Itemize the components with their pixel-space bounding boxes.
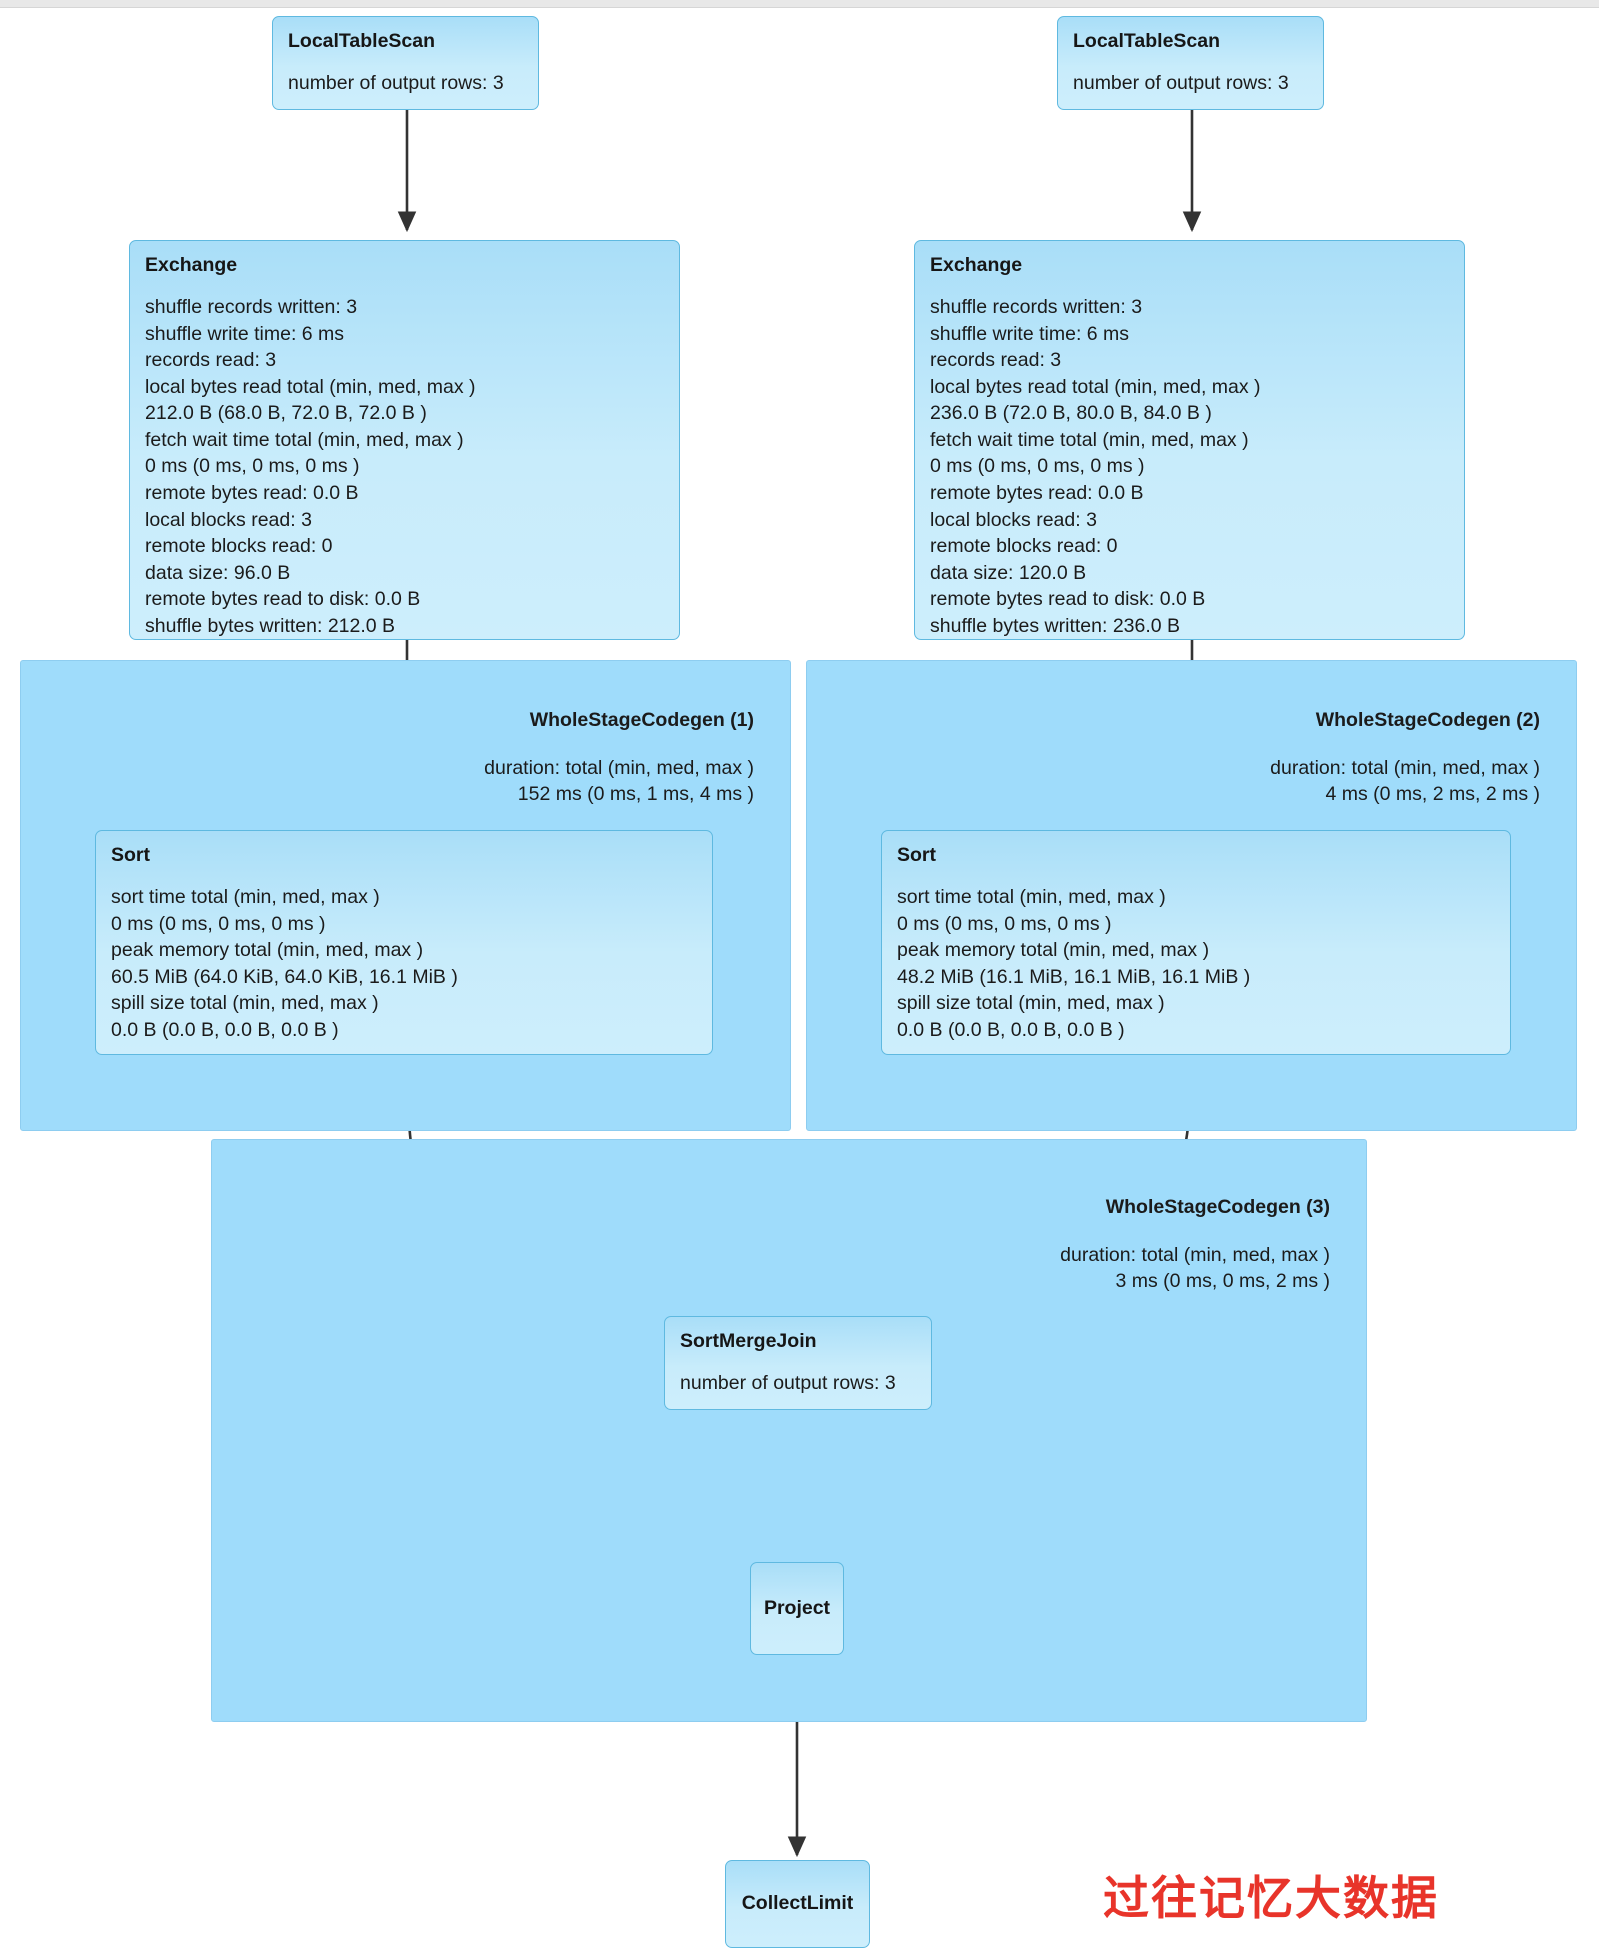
- stage-1-duration-values: 152 ms (0 ms, 1 ms, 4 ms ): [517, 782, 754, 805]
- stage-wholestagecodegen-1-metrics: duration: total (min, med, max ) 152 ms …: [484, 756, 754, 807]
- stage-wholestagecodegen-2-label: WholeStageCodegen (2): [1315, 709, 1540, 731]
- node-sort-left-metrics: sort time total (min, med, max ) 0 ms (0…: [111, 886, 458, 1041]
- node-sortmergejoin[interactable]: SortMergeJoin number of output rows: 3: [664, 1316, 932, 1410]
- window-top-strip: [0, 0, 1599, 8]
- stage-1-duration-header: duration: total (min, med, max ): [484, 757, 754, 779]
- node-sort-right-title: Sort: [897, 844, 936, 866]
- stage-3-duration-header: duration: total (min, med, max ): [1060, 1244, 1330, 1266]
- node-localtablescan-right-metrics: number of output rows: 3: [1073, 72, 1289, 95]
- stage-wholestagecodegen-2-metrics: duration: total (min, med, max ) 4 ms (0…: [1270, 756, 1540, 807]
- node-sortmergejoin-metrics: number of output rows: 3: [680, 1372, 896, 1395]
- stage-3-duration-values: 3 ms (0 ms, 0 ms, 2 ms ): [1115, 1269, 1330, 1292]
- node-localtablescan-left-metrics: number of output rows: 3: [288, 72, 504, 95]
- node-sort-right[interactable]: Sort sort time total (min, med, max ) 0 …: [881, 830, 1511, 1055]
- stage-wholestagecodegen-3-metrics: duration: total (min, med, max ) 3 ms (0…: [1060, 1243, 1330, 1294]
- node-localtablescan-left[interactable]: LocalTableScan number of output rows: 3: [272, 16, 539, 110]
- watermark-text: 过往记忆大数据: [1103, 1872, 1439, 1924]
- node-exchange-right[interactable]: Exchange shuffle records written: 3 shuf…: [914, 240, 1465, 640]
- node-exchange-left-title: Exchange: [145, 254, 238, 276]
- node-localtablescan-right[interactable]: LocalTableScan number of output rows: 3: [1057, 16, 1324, 110]
- node-exchange-right-metrics: shuffle records written: 3 shuffle write…: [930, 296, 1261, 637]
- node-exchange-right-title: Exchange: [930, 254, 1023, 276]
- node-project[interactable]: Project: [750, 1562, 844, 1655]
- node-exchange-left[interactable]: Exchange shuffle records written: 3 shuf…: [129, 240, 680, 640]
- node-collectlimit[interactable]: CollectLimit: [725, 1860, 870, 1948]
- node-sortmergejoin-title: SortMergeJoin: [680, 1330, 817, 1352]
- node-exchange-left-metrics: shuffle records written: 3 shuffle write…: [145, 296, 476, 637]
- node-project-title: Project: [763, 1596, 831, 1619]
- stage-wholestagecodegen-1-label: WholeStageCodegen (1): [529, 709, 754, 731]
- node-sort-right-metrics: sort time total (min, med, max ) 0 ms (0…: [897, 886, 1251, 1041]
- node-sort-left[interactable]: Sort sort time total (min, med, max ) 0 …: [95, 830, 713, 1055]
- node-localtablescan-right-title: LocalTableScan: [1073, 30, 1221, 52]
- stage-wholestagecodegen-3-label: WholeStageCodegen (3): [1105, 1196, 1330, 1218]
- node-collectlimit-title: CollectLimit: [741, 1892, 854, 1915]
- stage-2-duration-values: 4 ms (0 ms, 2 ms, 2 ms ): [1325, 782, 1540, 805]
- node-sort-left-title: Sort: [111, 844, 150, 866]
- stage-2-duration-header: duration: total (min, med, max ): [1270, 757, 1540, 779]
- node-localtablescan-left-title: LocalTableScan: [288, 30, 436, 52]
